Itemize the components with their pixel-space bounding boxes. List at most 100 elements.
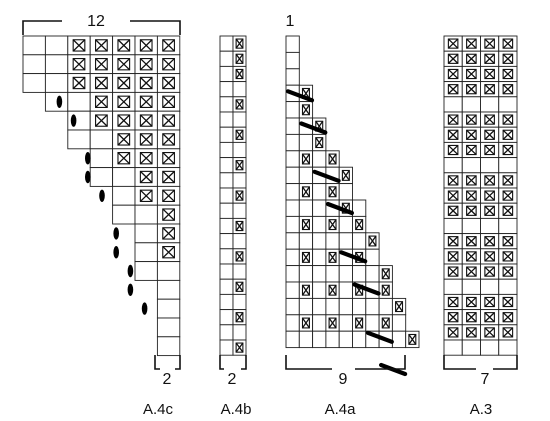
- chart-a4a-cross-symbol: [328, 284, 337, 296]
- chart-a4a-cross-symbol-box: [301, 251, 310, 263]
- chart-a4c-cross-symbol: [162, 114, 175, 127]
- chart-a4a-cross-symbol-box: [328, 284, 337, 296]
- chart-a4c-cross-symbol-box: [162, 39, 175, 52]
- chart-a4a-cross-symbol-box: [408, 333, 417, 345]
- chart-a4a-cell: [338, 232, 353, 250]
- chart-a4b-cross-symbol: [235, 251, 244, 262]
- chart-a4a-cell: [285, 199, 300, 217]
- chart-a4c-cross-symbol-box: [95, 95, 108, 108]
- chart-a4a-cell: [338, 281, 353, 299]
- chart-a4a-name: A.4a: [325, 401, 357, 418]
- chart-a4c-cross-symbol: [162, 170, 175, 184]
- chart-a4a-cell: [365, 265, 380, 283]
- chart-a4b-cross-symbol-box: [235, 38, 244, 49]
- chart-a4c-cell: [112, 185, 136, 206]
- chart-a4c-cross-symbol: [162, 133, 175, 146]
- chart-a4b-cell: [232, 172, 247, 189]
- chart-a3-cross-symbol-box: [484, 68, 495, 80]
- chart-a3-name: A.3: [470, 401, 493, 418]
- chart-a4b-cross-symbol-box: [235, 220, 244, 232]
- chart-a3-cross-symbol-box: [484, 190, 495, 201]
- chart-a4c-cell: [89, 129, 114, 150]
- chart-a4c-cross-symbol: [162, 189, 175, 202]
- chart-a4c-cross-symbol: [95, 58, 108, 71]
- chart-a4a-cross-symbol: [408, 334, 417, 345]
- chart-a3-cell: [480, 157, 500, 174]
- chart-a3-cross-symbol-box: [484, 38, 495, 49]
- chart-a3-cross-symbol-box: [502, 68, 514, 80]
- chart-a3-cross-symbol-box: [502, 190, 514, 201]
- chart-a3-cross-symbol: [502, 144, 514, 156]
- chart-a4a-cell: [285, 232, 300, 250]
- chart-a4c-dot-symbol: [99, 189, 105, 202]
- chart-a3-cross-symbol-box: [502, 266, 514, 277]
- chart-a4a-cell: [285, 35, 300, 53]
- chart-a4a-cell: [285, 51, 300, 70]
- chart-a3-cross-symbol-box: [484, 205, 495, 216]
- chart-a4b-name: A.4b: [221, 401, 252, 418]
- chart-a3-cell: [498, 96, 518, 113]
- chart-a4c-cell: [156, 298, 181, 319]
- chart-a3-cross-symbol: [484, 38, 495, 49]
- chart-a4a-cell: [285, 314, 300, 332]
- chart-a4c-cross-symbol-box: [117, 76, 131, 90]
- chart-a4b-cross-symbol: [235, 38, 244, 49]
- chart-a3-cross-symbol: [502, 236, 514, 247]
- chart-a4a-cell: [312, 281, 327, 299]
- chart-a4b-cell: [232, 81, 247, 98]
- chart-a4a-cross-symbol: [355, 219, 364, 230]
- chart-a3-cross-symbol: [484, 236, 495, 247]
- chart-a3-cross-symbol-box: [466, 296, 477, 308]
- chart-a3-cell: [443, 278, 463, 295]
- chart-a4c-cross-symbol-box: [117, 114, 131, 127]
- chart-a3-cross-symbol-box: [447, 53, 459, 64]
- chart-a3-cross-symbol-box: [484, 84, 495, 95]
- chart-a4c-cell: [89, 148, 114, 169]
- chart-a3-cross-symbol: [502, 84, 514, 95]
- chart-a4a-cell: [285, 281, 300, 299]
- chart-a3-cross-symbol-box: [502, 129, 514, 140]
- chart-a4b-cross-symbol: [235, 221, 244, 231]
- chart-a3-cross-symbol-box: [466, 175, 477, 186]
- chart-a3-cross-symbol: [466, 251, 477, 262]
- chart-a4a-cross-symbol: [315, 137, 324, 148]
- chart-a3-cross-symbol: [447, 144, 459, 156]
- chart-a3-cell: [461, 278, 481, 295]
- chart-a4a-cross-symbol: [341, 170, 350, 181]
- chart-a4a-cell: [298, 199, 314, 217]
- chart-a4c-cross-symbol-box: [162, 189, 175, 202]
- chart-a3-cell: [480, 339, 500, 356]
- chart-a4c-cross-symbol: [162, 227, 175, 240]
- chart-a4a-cross-symbol-box: [381, 268, 390, 280]
- chart-a4b-cell: [219, 263, 234, 280]
- chart-a4c-cross-symbol-box: [162, 227, 175, 240]
- chart-a4c-cell: [156, 317, 181, 338]
- chart-a3-cross-symbol-box: [484, 129, 495, 140]
- chart-a3-cross-symbol-box: [484, 327, 495, 338]
- chart-a4b-cross-symbol: [235, 99, 244, 110]
- chart-a4a-cross-symbol: [328, 317, 337, 329]
- chart-a3-cross-symbol: [447, 236, 459, 247]
- chart-a3-cross-symbol: [502, 296, 514, 308]
- chart-a4b-cell: [219, 157, 234, 174]
- chart-a3-cross-symbol-box: [466, 251, 477, 262]
- chart-a4c-cross-symbol-box: [95, 76, 108, 90]
- chart-a3-cross-symbol-box: [502, 84, 514, 95]
- chart-a4a-slash-symbol: [365, 330, 394, 344]
- chart-a4c-cross-symbol: [162, 76, 175, 90]
- chart-a4c-cross-symbol: [117, 114, 131, 127]
- chart-a3-cross-symbol-box: [447, 296, 459, 308]
- chart-a4a-cross-symbol-box: [395, 301, 404, 313]
- chart-a4c-cross-symbol-box: [139, 95, 153, 108]
- chart-a4b-cell: [219, 126, 234, 143]
- chart-a4c-cell: [67, 129, 91, 150]
- chart-a4a-cell: [325, 232, 340, 250]
- chart-a4a-cell: [391, 314, 407, 332]
- chart-a3-cell: [461, 96, 481, 113]
- chart-a4a-cross-symbol-box: [301, 186, 310, 198]
- chart-a4c-cross-symbol: [139, 58, 153, 71]
- chart-a4a-slash-symbol: [325, 201, 354, 216]
- chart-a3-cross-symbol-box: [466, 205, 477, 216]
- chart-a4c-dot-symbol: [56, 95, 63, 109]
